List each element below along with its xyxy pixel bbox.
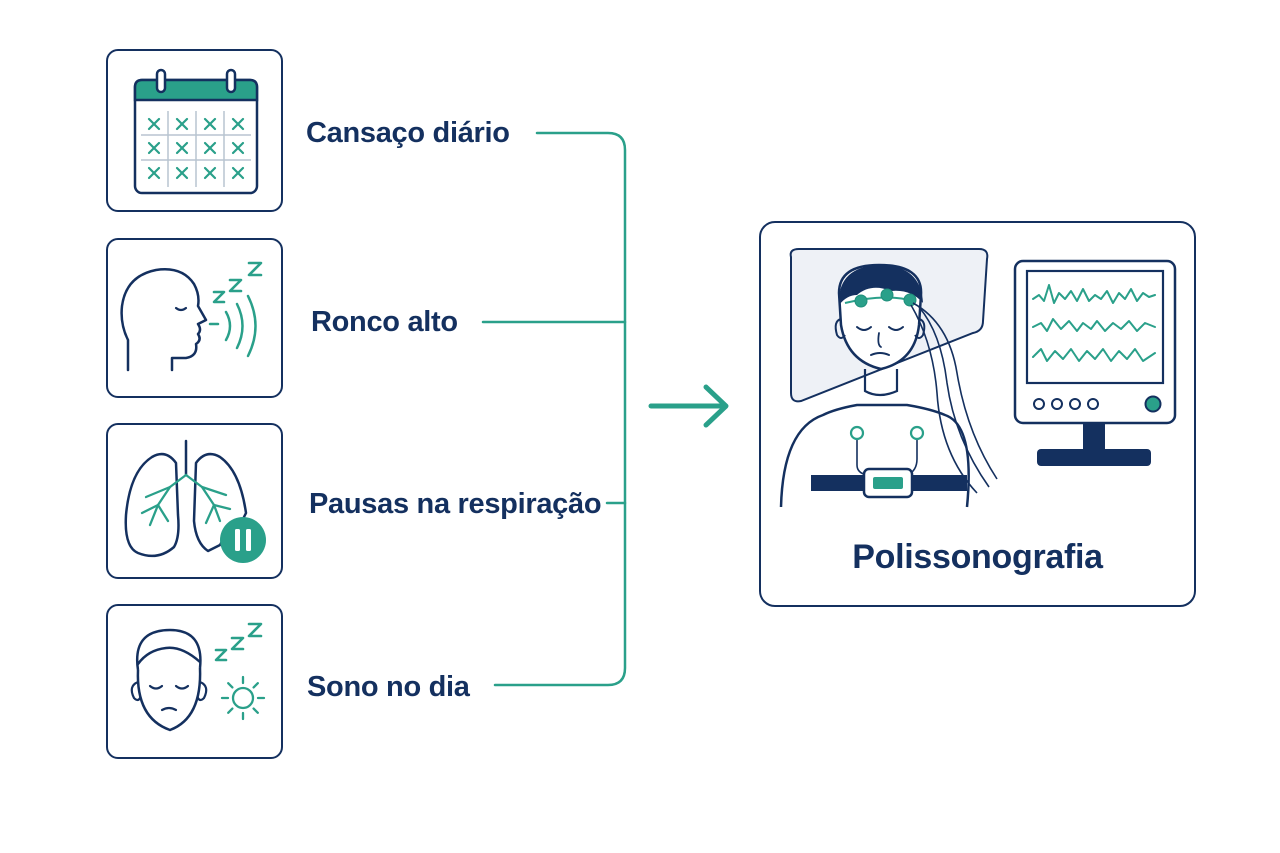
symptom-label-breathing-pauses: Pausas na respiração [309, 488, 602, 520]
right-arrow-icon [648, 384, 729, 428]
sleep-study-patient-monitor-icon [779, 248, 1177, 508]
symptom-label-tiredness: Cansaço diário [306, 117, 510, 149]
lungs-pause-icon [124, 439, 266, 563]
symptom-label-snoring: Ronco alto [311, 306, 458, 338]
result-title: Polissonografia [852, 538, 1103, 576]
symptom-card-breathing-pauses [106, 423, 283, 579]
symptom-label-daytime-sleepiness: Sono no dia [307, 671, 470, 703]
symptom-card-tiredness [106, 49, 283, 212]
sleepy-face-sun-icon [130, 622, 266, 732]
polysomnography-card: Polissonografia [759, 221, 1196, 607]
symptom-card-snoring [106, 238, 283, 398]
symptom-card-daytime-sleepiness [106, 604, 283, 759]
calendar-icon [133, 68, 259, 195]
snoring-head-icon [120, 261, 263, 372]
